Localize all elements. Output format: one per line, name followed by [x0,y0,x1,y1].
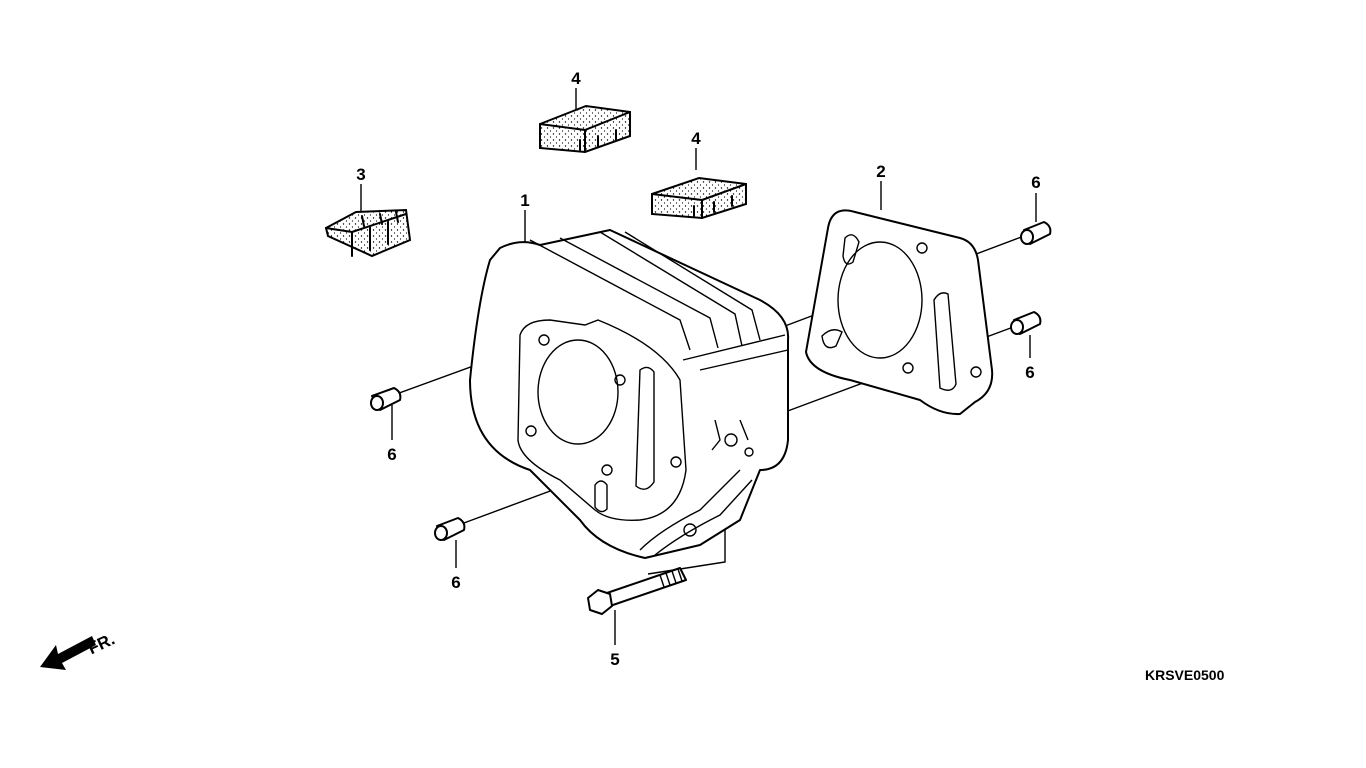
dowel-pin [434,517,466,541]
dowel-pin [1020,221,1052,245]
damper-rubber-b-top [539,104,631,154]
front-direction-label: FR. [85,629,118,658]
damper-rubber-b-second [651,176,747,220]
callout-4-top: 4 [571,69,581,88]
callout-5: 5 [610,650,619,669]
callout-1: 1 [520,191,529,210]
flange-bolt [587,567,687,615]
callout-3: 3 [356,165,365,184]
diagram-code: KRSVE0500 [1145,667,1225,683]
callout-6: 6 [1025,363,1034,382]
callout-6: 6 [1031,173,1040,192]
cylinder-gasket [805,209,994,416]
callout-6: 6 [451,573,460,592]
callout-2: 2 [876,162,885,181]
front-direction-arrow-icon: FR. [40,629,118,670]
callout-6: 6 [387,445,396,464]
cylinder [469,229,790,559]
dowel-pin [1010,311,1042,335]
dowel-pin [370,387,402,411]
damper-rubber-a [324,208,412,258]
callout-4-second: 4 [691,129,701,148]
